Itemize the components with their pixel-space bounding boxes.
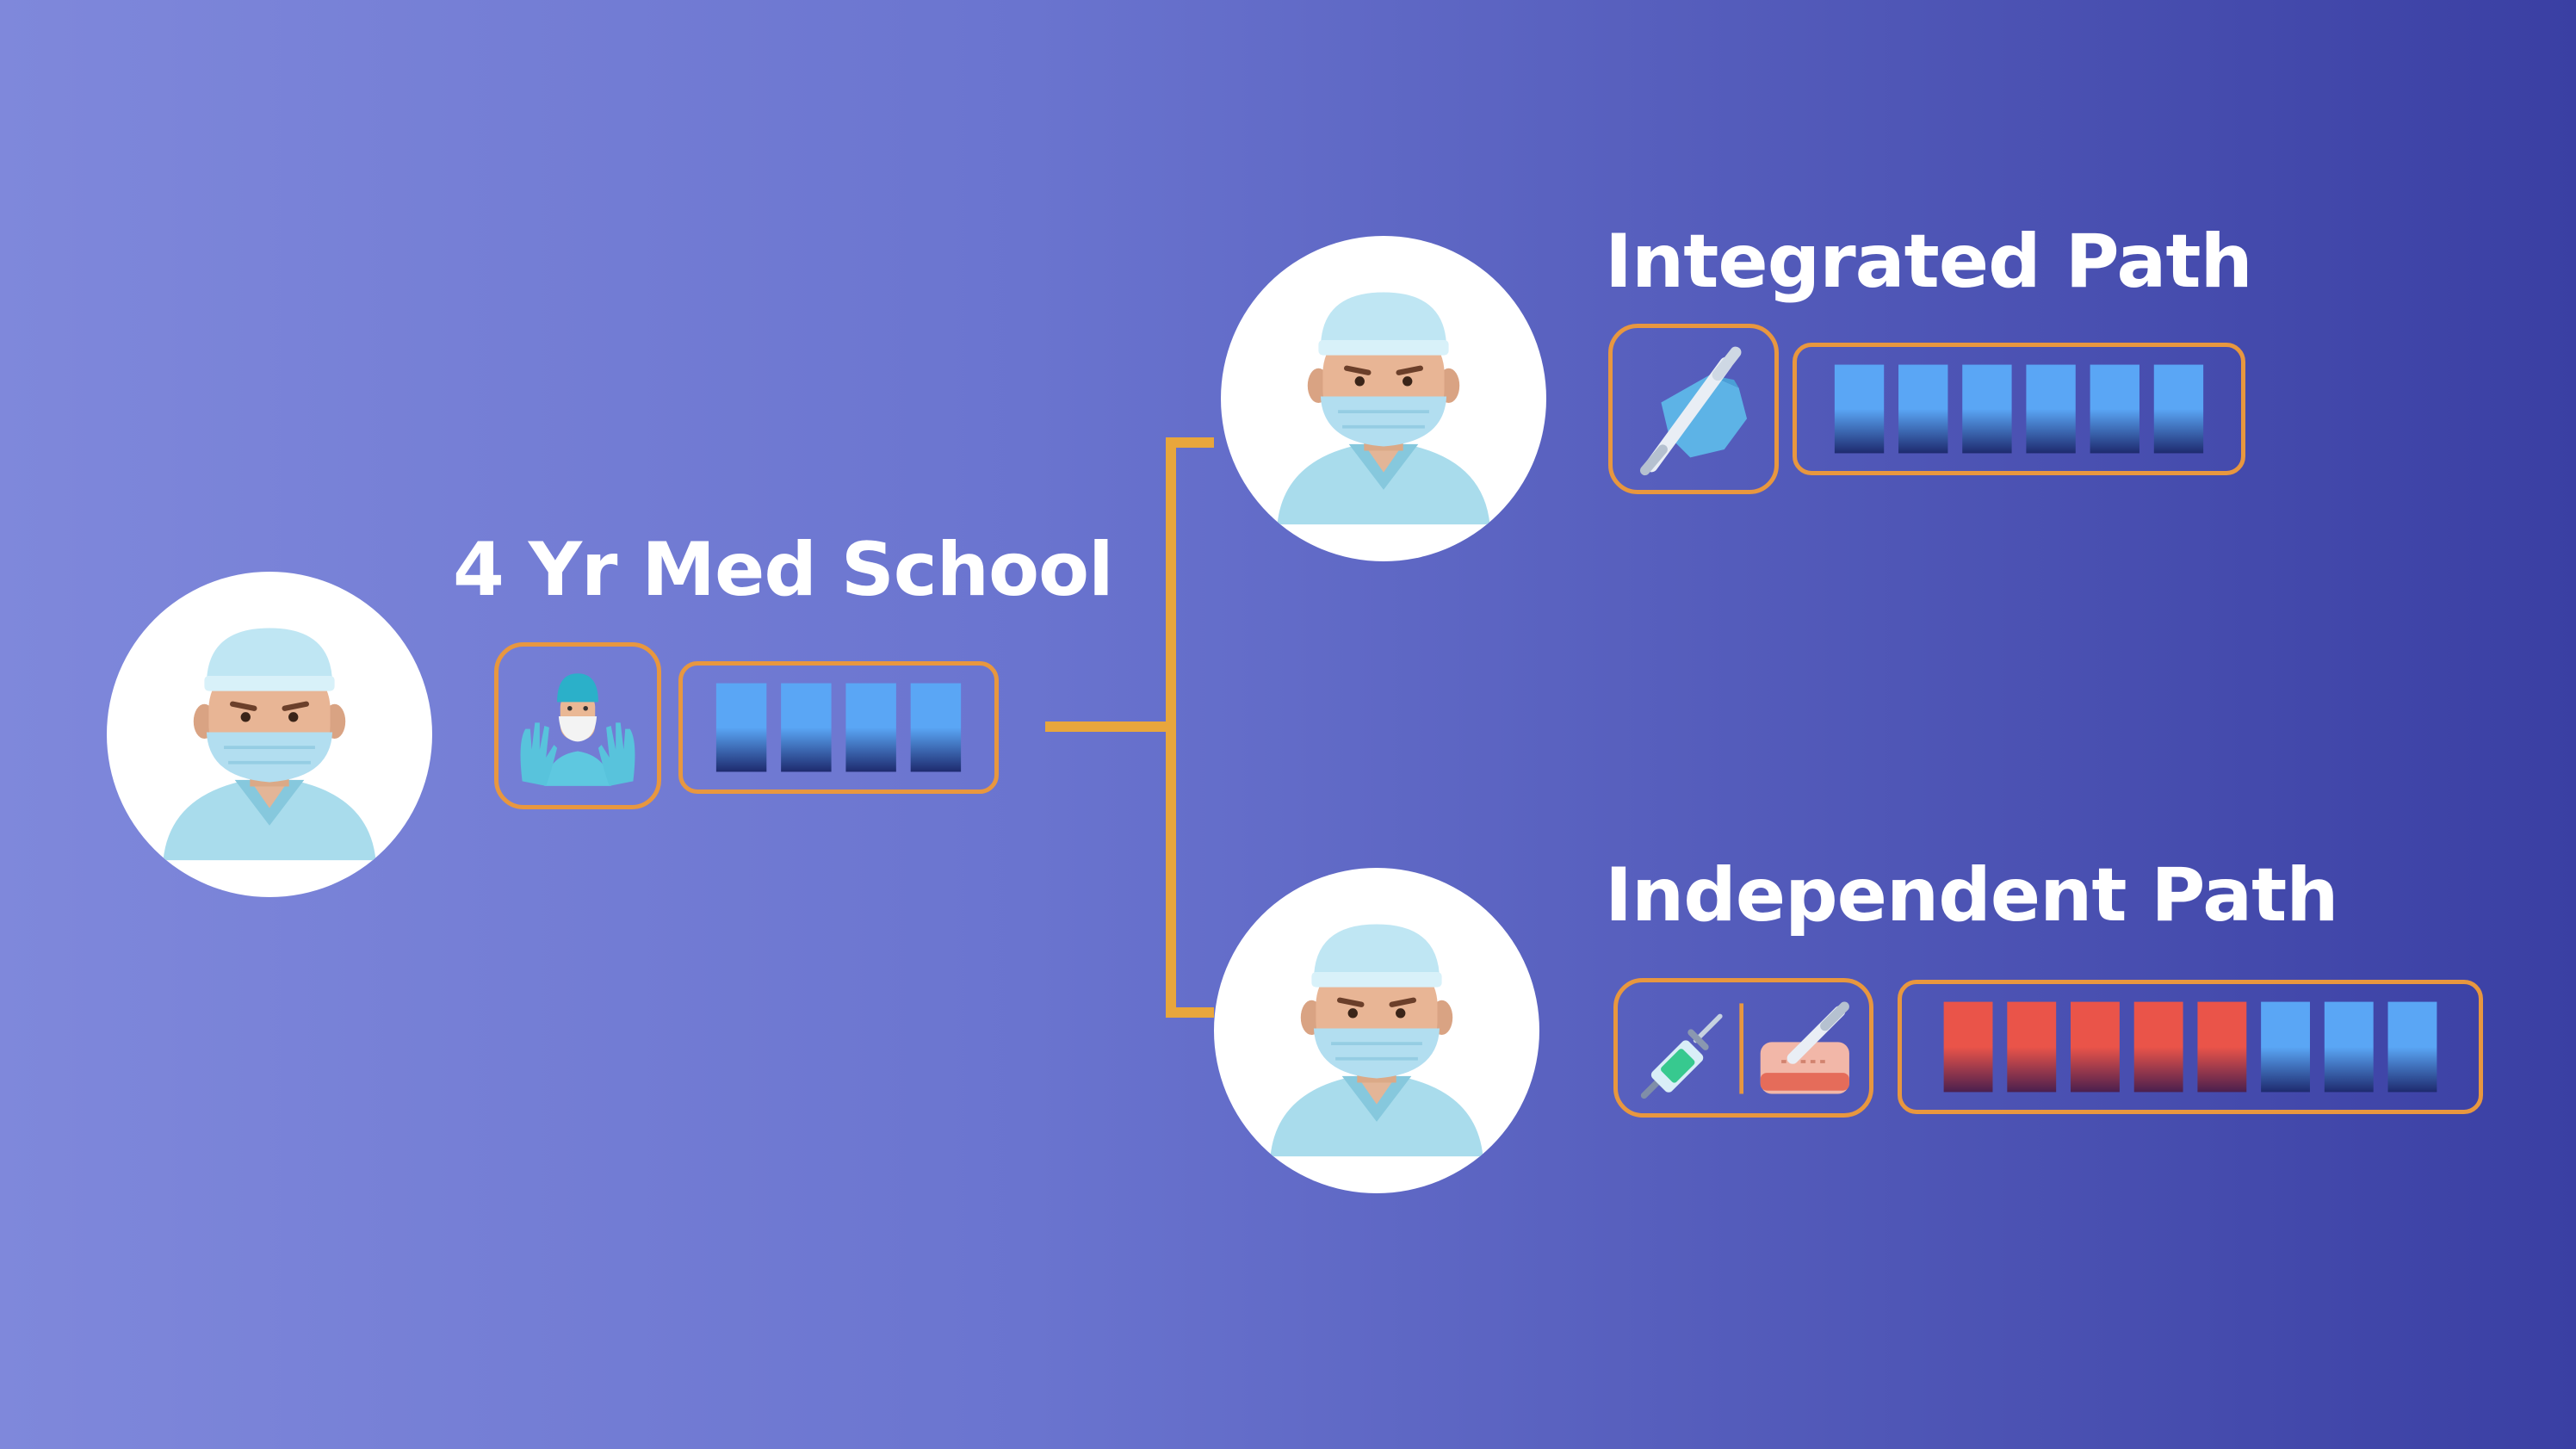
med-school-year-bars: [715, 683, 962, 772]
year-block-blue: [2324, 1001, 2374, 1093]
year-block-blue: [2387, 1001, 2437, 1093]
year-block-blue: [1962, 364, 2012, 454]
avatar-med-student: [107, 572, 432, 897]
year-block-blue: [2090, 364, 2139, 454]
avatar-integrated: [1221, 236, 1546, 561]
independent-years-frame: [1898, 980, 2483, 1114]
independent-icons: [1640, 1001, 1849, 1099]
year-block-red: [2071, 1001, 2120, 1093]
independent-path-title: Independent Path: [1605, 852, 2338, 938]
connector-stem: [1045, 721, 1174, 732]
independent-year-bars: [1943, 1001, 2437, 1093]
med-school-icon-frame: [494, 642, 661, 809]
year-block-red: [2007, 1001, 2057, 1093]
year-block-blue: [2153, 364, 2204, 454]
scalpel-glove-icon: [1639, 346, 1748, 476]
med-school-years-frame: [678, 661, 999, 794]
connector-top-branch: [1166, 437, 1214, 448]
year-block-blue: [2026, 364, 2076, 454]
independent-icon-frame: [1613, 978, 1873, 1118]
syringe-icon: [1640, 1013, 1723, 1099]
surgeon-avatar-icon: [1214, 868, 1539, 1193]
year-block-red: [2197, 1001, 2247, 1093]
surgeon-gloves-icon: [520, 673, 635, 786]
year-block-blue: [2261, 1001, 2310, 1093]
integrated-icon-frame: [1608, 324, 1779, 494]
med-school-title: 4 Yr Med School: [453, 527, 1114, 613]
year-block-red: [1943, 1001, 1993, 1093]
year-block-red: [2133, 1001, 2183, 1093]
year-block-blue: [1898, 364, 1948, 454]
surgeon-avatar-icon: [1221, 236, 1546, 561]
year-block-blue: [910, 683, 962, 772]
year-block-blue: [1834, 364, 1885, 454]
surgeon-avatar-icon: [107, 572, 432, 897]
year-block-blue: [845, 683, 896, 772]
connector-bottom-branch: [1166, 1007, 1214, 1018]
integrated-path-title: Integrated Path: [1605, 219, 2253, 305]
year-block-blue: [715, 683, 767, 772]
integrated-year-bars: [1834, 364, 2204, 454]
avatar-independent: [1214, 868, 1539, 1193]
integrated-years-frame: [1793, 343, 2245, 475]
year-block-blue: [781, 683, 832, 772]
connector-vertical: [1166, 437, 1176, 1018]
scalpel-incision-icon: [1760, 1001, 1849, 1094]
